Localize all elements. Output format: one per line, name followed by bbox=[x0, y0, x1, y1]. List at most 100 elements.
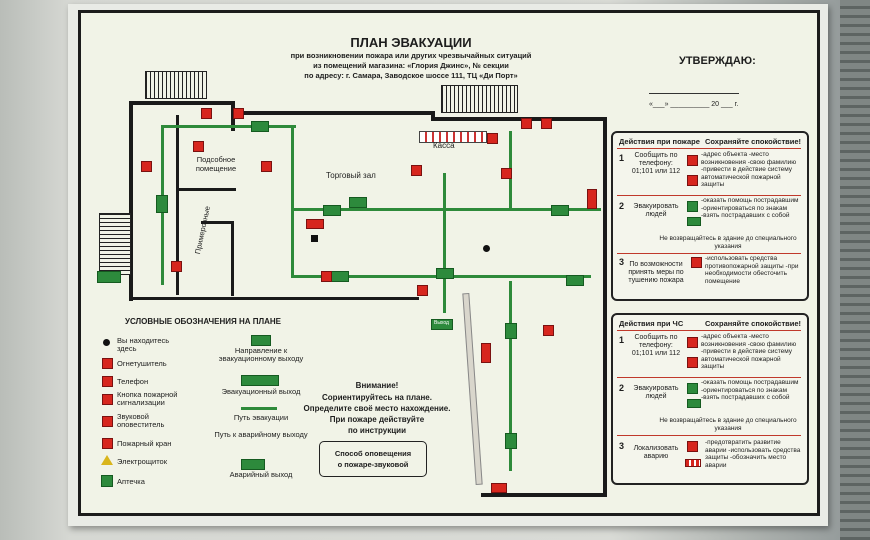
exit-direction-icon bbox=[687, 399, 701, 408]
legend-title: УСЛОВНЫЕ ОБОЗНАЧЕНИЯ НА ПЛАНЕ bbox=[125, 317, 281, 326]
fire-step-3-details: -использовать средства противопожарной з… bbox=[705, 255, 799, 285]
legend-item-evac-exit: Эвакуационный выход bbox=[221, 387, 301, 396]
phone-icon bbox=[102, 376, 113, 387]
wall-utility bbox=[176, 115, 179, 295]
legend-item-electrical-panel: Электрощиток bbox=[117, 457, 167, 466]
legend-item-evac-path: Путь эвакуации bbox=[233, 413, 289, 422]
fire-panel-title: Действия при пожаре bbox=[619, 137, 700, 146]
exit-direction-sign bbox=[505, 433, 517, 449]
fire-extinguisher-icon bbox=[171, 261, 182, 272]
emergency-step-1-number: 1 bbox=[619, 335, 625, 345]
exit-sign bbox=[97, 271, 121, 283]
first-aid-icon bbox=[687, 383, 698, 394]
fire-alarm-button-icon bbox=[541, 118, 552, 129]
route-south-vertical bbox=[509, 281, 512, 471]
sound-alarm-icon bbox=[102, 416, 113, 427]
alert-method-box: Способ оповещения о пожаре-звуковой bbox=[319, 441, 427, 477]
emergency-step-3-number: 3 bbox=[619, 441, 625, 451]
panel-divider bbox=[617, 253, 801, 254]
fitting-room-label: Примерочные bbox=[193, 205, 212, 255]
legend-item-extinguisher: Огнетушитель bbox=[117, 359, 167, 368]
legend-item-you-are-here: Вы находитесь здесь bbox=[117, 336, 170, 353]
route-north bbox=[161, 125, 296, 128]
cash-counter bbox=[419, 131, 487, 143]
exit-direction-icon bbox=[251, 335, 271, 346]
fire-hydrant-icon bbox=[102, 438, 113, 449]
wall-fitting-top bbox=[201, 221, 231, 224]
exit-direction-sign bbox=[566, 275, 584, 286]
wall-west bbox=[129, 101, 133, 301]
notice-line-4: При пожаре действуйте bbox=[329, 415, 425, 424]
exit-direction-sign bbox=[156, 195, 168, 213]
fire-step-1-number: 1 bbox=[619, 153, 625, 163]
fire-step-2-number: 2 bbox=[619, 201, 625, 211]
exit-sign bbox=[431, 319, 453, 330]
phone-icon bbox=[687, 441, 698, 452]
electrical-panel-icon bbox=[101, 455, 113, 465]
phone-icon bbox=[233, 108, 244, 119]
exit-direction-sign bbox=[251, 121, 269, 132]
fire-extinguisher-icon bbox=[261, 161, 272, 172]
exit-direction-sign bbox=[331, 271, 349, 282]
wall-utility-bottom bbox=[176, 188, 236, 191]
exit-direction-sign bbox=[349, 197, 367, 208]
fire-extinguisher-icon bbox=[201, 108, 212, 119]
fire-extinguisher-icon bbox=[501, 168, 512, 179]
approve-title: УТВЕРЖДАЮ: bbox=[679, 55, 756, 67]
fire-extinguisher-icon bbox=[141, 161, 152, 172]
notice-title: Внимание! bbox=[355, 381, 399, 390]
fire-step-1-action: Сообщить по телефону: 01;101 или 112 bbox=[631, 152, 681, 175]
fire-step-3-action: По возможности принять меры по тушению п… bbox=[628, 261, 684, 284]
legend-item-alarm-button: Кнопка пожарной сигнализации bbox=[117, 390, 178, 407]
cash-label: Касса bbox=[433, 141, 455, 150]
panel-divider bbox=[617, 148, 801, 149]
fire-extinguisher-icon bbox=[102, 358, 113, 369]
legend-item-fire-hydrant: Пожарный кран bbox=[117, 439, 172, 448]
barrier-icon bbox=[685, 459, 701, 467]
exit-label: Выход bbox=[434, 320, 449, 326]
you-are-here-icon bbox=[103, 339, 110, 346]
route-west-vertical bbox=[291, 125, 294, 275]
panel-divider bbox=[617, 435, 801, 436]
cabinet-icon bbox=[311, 235, 318, 242]
panel-divider bbox=[617, 195, 801, 196]
exit-direction-sign bbox=[436, 268, 454, 279]
plan-subtitle-3: по адресу: г. Самара, Заводское шоссе 11… bbox=[304, 71, 518, 80]
plan-subtitle-2: из помещений магазина: «Глория Джинс», №… bbox=[313, 61, 509, 70]
staircase-west bbox=[99, 213, 131, 275]
exit-direction-sign bbox=[551, 205, 569, 216]
fire-step-2-note: Не возвращайтесь в здание до специальног… bbox=[659, 235, 797, 250]
fire-actions-panel: Действия при пожаре Сохраняйте спокойств… bbox=[611, 131, 809, 301]
wall-north-notch bbox=[431, 111, 435, 119]
panel-divider bbox=[617, 330, 801, 331]
emergency-step-3-details: -предотвратить развитие аварии -использо… bbox=[705, 439, 801, 469]
legend-item-exit-direction: Направление к эвакуационному выходу bbox=[218, 346, 304, 363]
approve-date: «___» __________ 20 ___ г. bbox=[649, 101, 739, 108]
plan-title: ПЛАН ЭВАКУАЦИИ bbox=[350, 35, 472, 50]
emergency-step-2-details: -оказать помощь пострадавшим -ориентиров… bbox=[701, 379, 799, 401]
sales-hall-label: Торговый зал bbox=[326, 171, 376, 180]
staircase-north bbox=[145, 71, 207, 99]
emergency-step-3-action: Локализовать аварию bbox=[633, 445, 679, 460]
sound-alarm-icon bbox=[521, 118, 532, 129]
sound-alarm-icon bbox=[417, 285, 428, 296]
emergency-step-2-number: 2 bbox=[619, 383, 625, 393]
fire-extinguisher-icon bbox=[411, 165, 422, 176]
railing bbox=[462, 292, 483, 486]
alarm-icon bbox=[687, 357, 698, 368]
approve-line bbox=[649, 93, 739, 94]
exit-direction-icon bbox=[687, 217, 701, 226]
phone-icon bbox=[487, 133, 498, 144]
emergency-step-2-action: Эвакуировать людей bbox=[633, 385, 679, 400]
evacuation-plan-board: ПЛАН ЭВАКУАЦИИ при возникновении пожара … bbox=[78, 10, 820, 516]
wall-north bbox=[231, 111, 431, 115]
wall-north-east bbox=[431, 117, 606, 121]
fire-alarm-button-icon bbox=[321, 271, 332, 282]
fire-step-2-action: Эвакуировать людей bbox=[633, 203, 679, 218]
fire-step-3-number: 3 bbox=[619, 257, 625, 267]
first-aid-icon bbox=[687, 201, 698, 212]
emergency-step-1-details: -адрес объекта -место возникновения -сво… bbox=[701, 333, 797, 370]
fire-step-2-details: -оказать помощь пострадавшим -ориентиров… bbox=[701, 197, 799, 219]
alert-method-line-2: о пожаре-звуковой bbox=[337, 460, 409, 469]
legend-item-first-aid: Аптечка bbox=[117, 477, 145, 486]
